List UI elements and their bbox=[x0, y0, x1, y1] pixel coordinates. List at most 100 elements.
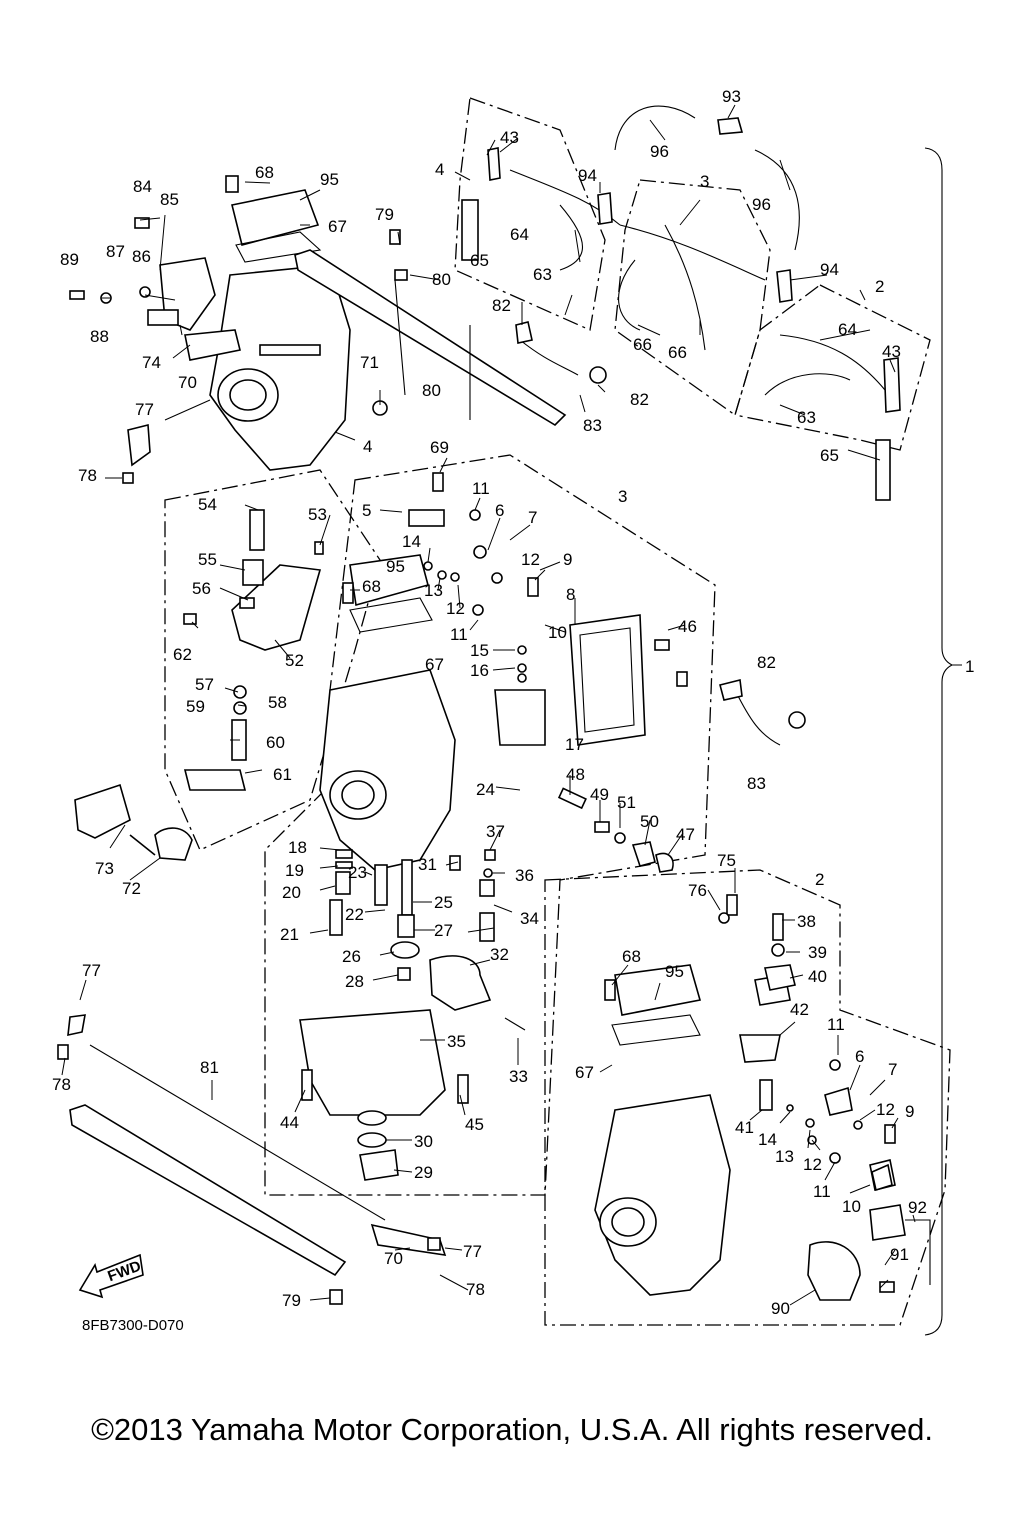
callout-84: 84 bbox=[133, 177, 152, 196]
callout-14b: 14 bbox=[758, 1130, 777, 1149]
callout-88: 88 bbox=[90, 327, 109, 346]
callout-32: 32 bbox=[490, 945, 509, 964]
callout-96b: 96 bbox=[752, 195, 771, 214]
callout-64a: 64 bbox=[510, 225, 529, 244]
callout-70a: 70 bbox=[178, 373, 197, 392]
callout-38: 38 bbox=[797, 912, 816, 931]
callout-58: 58 bbox=[268, 693, 287, 712]
callout-94a: 94 bbox=[578, 166, 597, 185]
callout-25: 25 bbox=[434, 893, 453, 912]
callout-55: 55 bbox=[198, 550, 217, 569]
callout-5: 5 bbox=[362, 501, 371, 520]
callout-9a: 9 bbox=[563, 550, 572, 569]
callout-10b: 10 bbox=[842, 1197, 861, 1216]
callout-20: 20 bbox=[282, 883, 301, 902]
callout-56: 56 bbox=[192, 579, 211, 598]
callout-71: 71 bbox=[360, 353, 379, 372]
callout-92: 92 bbox=[908, 1198, 927, 1217]
callout-11a: 11 bbox=[472, 479, 490, 498]
callout-50: 50 bbox=[640, 812, 659, 831]
callout-62: 62 bbox=[173, 645, 192, 664]
callout-11c: 11 bbox=[827, 1015, 845, 1034]
callout-69: 69 bbox=[430, 438, 449, 457]
callout-13a: 13 bbox=[424, 581, 443, 600]
callout-94b: 94 bbox=[820, 260, 839, 279]
callout-77b: 77 bbox=[82, 961, 101, 980]
callout-64b: 64 bbox=[838, 320, 857, 339]
callout-46: 46 bbox=[678, 617, 697, 636]
callout-43b: 43 bbox=[882, 342, 901, 361]
callout-82b: 82 bbox=[630, 390, 649, 409]
callout-4b: 4 bbox=[363, 437, 372, 456]
callout-39: 39 bbox=[808, 943, 827, 962]
fwd-arrow-icon: FWD bbox=[78, 1253, 144, 1299]
linkage-bar bbox=[294, 249, 567, 427]
callout-14a: 14 bbox=[402, 532, 421, 551]
callout-48: 48 bbox=[566, 765, 585, 784]
callout-74: 74 bbox=[142, 353, 161, 372]
callout-21: 21 bbox=[280, 925, 299, 944]
callout-72: 72 bbox=[122, 879, 141, 898]
callout-90: 90 bbox=[771, 1299, 790, 1318]
callout-labels: 1 2 2 3 3 4 4 5 6 6 7 7 8 9 9 10 10 11 1… bbox=[52, 87, 974, 1318]
callout-43a: 43 bbox=[500, 128, 519, 147]
callout-78b: 78 bbox=[52, 1075, 71, 1094]
callout-7b: 7 bbox=[888, 1060, 897, 1079]
top-left-carburetor bbox=[159, 189, 351, 471]
callout-31: 31 bbox=[418, 855, 437, 874]
callout-68a: 68 bbox=[255, 163, 274, 182]
callout-79b: 79 bbox=[282, 1291, 301, 1310]
callout-41: 41 bbox=[735, 1118, 754, 1137]
callout-30: 30 bbox=[414, 1132, 433, 1151]
callout-26: 26 bbox=[342, 947, 361, 966]
callout-67b: 67 bbox=[425, 655, 444, 674]
callout-81: 81 bbox=[200, 1058, 219, 1077]
callout-87: 87 bbox=[106, 242, 125, 261]
copyright-notice: ©2013 Yamaha Motor Corporation, U.S.A. A… bbox=[91, 1412, 933, 1447]
callout-28: 28 bbox=[345, 972, 364, 991]
callout-18: 18 bbox=[288, 838, 307, 857]
callout-49: 49 bbox=[590, 785, 609, 804]
callout-34: 34 bbox=[520, 909, 539, 928]
callout-66b: 66 bbox=[668, 343, 687, 362]
callout-54: 54 bbox=[198, 495, 217, 514]
callout-63b: 63 bbox=[797, 408, 816, 427]
callout-83b: 83 bbox=[747, 774, 766, 793]
callout-2a: 2 bbox=[875, 277, 884, 296]
callout-75: 75 bbox=[717, 851, 736, 870]
callout-86: 86 bbox=[132, 247, 151, 266]
callout-16: 16 bbox=[470, 661, 489, 680]
leader-lines bbox=[61, 104, 916, 1306]
callout-57: 57 bbox=[195, 675, 214, 694]
callout-19: 19 bbox=[285, 861, 304, 880]
callout-61: 61 bbox=[273, 765, 292, 784]
rod-and-plate bbox=[69, 1044, 447, 1277]
callout-66a: 66 bbox=[633, 335, 652, 354]
callout-29: 29 bbox=[414, 1163, 433, 1182]
callout-15: 15 bbox=[470, 641, 489, 660]
callout-76: 76 bbox=[688, 881, 707, 900]
callout-2b: 2 bbox=[815, 870, 824, 889]
middle-carburetor bbox=[299, 554, 646, 1181]
callout-23: 23 bbox=[348, 863, 367, 882]
callout-82a: 82 bbox=[492, 296, 511, 315]
callout-73: 73 bbox=[95, 859, 114, 878]
callout-63a: 63 bbox=[533, 265, 552, 284]
callout-7a: 7 bbox=[528, 508, 537, 527]
left-parts bbox=[74, 509, 322, 861]
callout-17: 17 bbox=[565, 735, 584, 754]
callout-6b: 6 bbox=[855, 1047, 864, 1066]
callout-67a: 67 bbox=[328, 217, 347, 236]
callout-53: 53 bbox=[308, 505, 327, 524]
callout-13b: 13 bbox=[775, 1147, 794, 1166]
drawing-code: 8FB7300-D070 bbox=[82, 1317, 184, 1334]
callout-59: 59 bbox=[186, 697, 205, 716]
callout-89: 89 bbox=[60, 250, 79, 269]
callout-8: 8 bbox=[566, 585, 575, 604]
callout-79a: 79 bbox=[375, 205, 394, 224]
callout-80a: 80 bbox=[432, 270, 451, 289]
callout-85: 85 bbox=[160, 190, 179, 209]
callout-68c: 68 bbox=[622, 947, 641, 966]
callout-27: 27 bbox=[434, 921, 453, 940]
